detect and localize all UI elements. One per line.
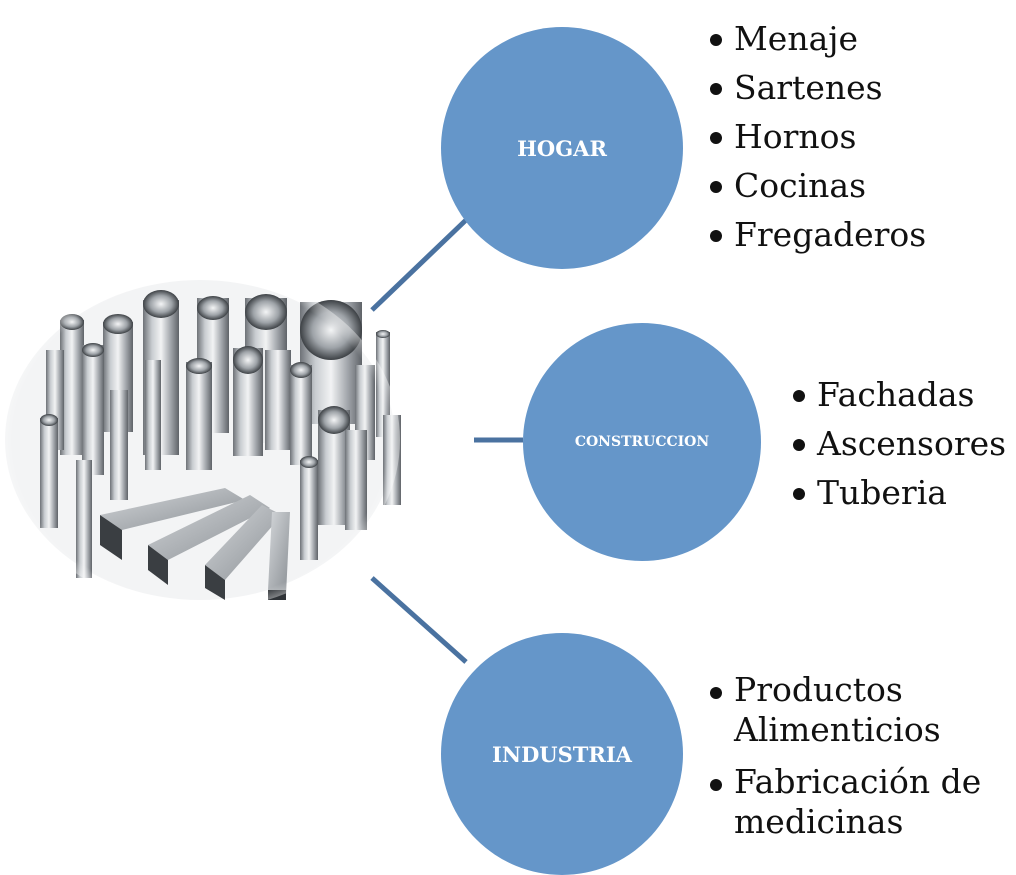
list-item: Cocinas bbox=[707, 161, 926, 210]
list-item: Menaje bbox=[707, 14, 926, 63]
list-item: Ascensores bbox=[790, 419, 1006, 468]
list-item: Fregaderos bbox=[707, 210, 926, 259]
bullet-list-industria: Productos Alimenticios Fabricación de me… bbox=[707, 670, 1016, 854]
category-label-industria: INDUSTRIA bbox=[492, 741, 632, 767]
list-item: Fachadas bbox=[790, 370, 1006, 419]
category-label-construccion: CONSTRUCCION bbox=[574, 434, 710, 450]
list-item: Hornos bbox=[707, 112, 926, 161]
bullet-list-hogar: Menaje Sartenes Hornos Cocinas Fregadero… bbox=[707, 14, 926, 259]
category-label-hogar: HOGAR bbox=[517, 135, 607, 161]
list-item: Tuberia bbox=[790, 468, 1006, 517]
connector-industria bbox=[370, 576, 468, 664]
list-item: Productos Alimenticios bbox=[707, 670, 1016, 750]
category-circle-hogar: HOGAR bbox=[441, 27, 683, 269]
connector-hogar bbox=[370, 218, 468, 312]
list-item: Sartenes bbox=[707, 63, 926, 112]
bullet-list-construccion: Fachadas Ascensores Tuberia bbox=[790, 370, 1006, 517]
list-item: Fabricación de medicinas bbox=[707, 762, 1016, 842]
category-circle-construccion: CONSTRUCCION bbox=[523, 323, 761, 561]
category-circle-industria: INDUSTRIA bbox=[441, 633, 683, 875]
